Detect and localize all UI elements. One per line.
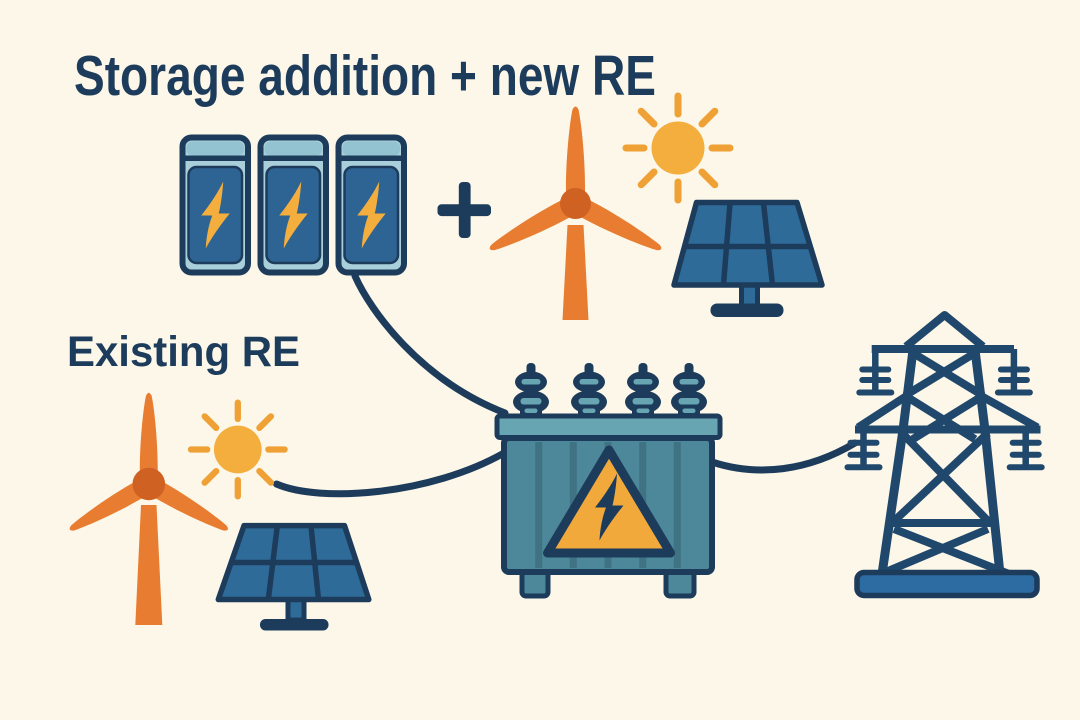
svg-text:Existing RE: Existing RE [67, 328, 300, 376]
svg-text:Storage addition + new RE: Storage addition + new RE [74, 44, 656, 108]
